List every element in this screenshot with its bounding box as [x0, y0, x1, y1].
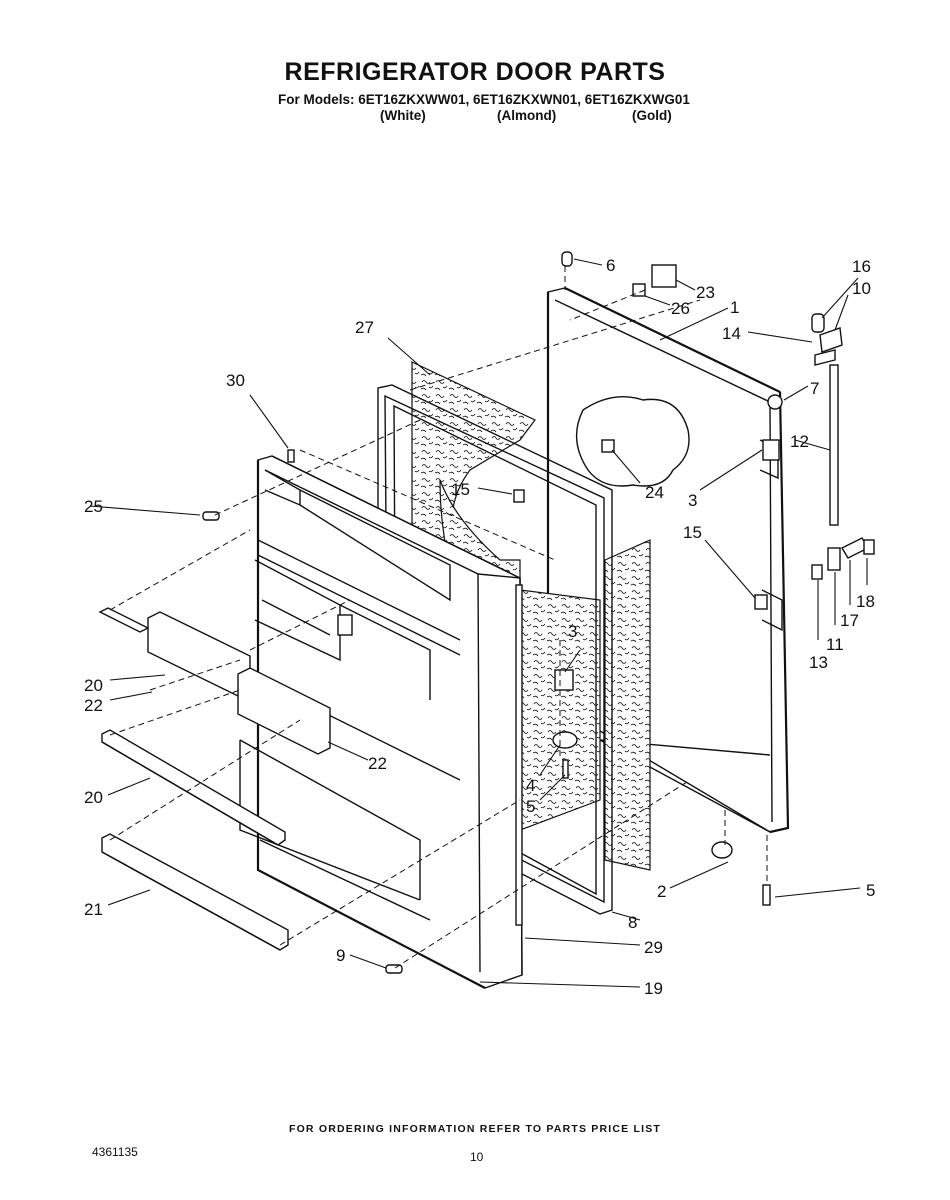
- callout-25: 25: [84, 497, 103, 516]
- callout-20-lower: 20: [84, 788, 103, 807]
- page-title: REFRIGERATOR DOOR PARTS: [284, 58, 666, 86]
- callout-26: 26: [671, 299, 690, 318]
- callout-23: 23: [696, 283, 715, 302]
- models-line: For Models: 6ET16ZKXWW01, 6ET16ZKXWN01, …: [278, 92, 690, 107]
- callout-22-right: 22: [368, 754, 387, 773]
- callout-15-hinge: 15: [683, 523, 702, 542]
- callout-16: 16: [852, 257, 871, 276]
- callout-15-liner: 15: [451, 480, 470, 499]
- callout-10: 10: [852, 279, 871, 298]
- callout-19: 19: [644, 979, 663, 998]
- callout-4: 4: [526, 776, 535, 795]
- callout-numbers: 1 2 3 3 4 5 5 6 7 8 9 10 11 12 13 14 15 …: [84, 256, 875, 998]
- callout-7: 7: [810, 379, 819, 398]
- callout-3-hinge: 3: [688, 491, 697, 510]
- callout-6: 6: [606, 256, 615, 275]
- callout-13: 13: [809, 653, 828, 672]
- variant-white: (White): [380, 108, 426, 123]
- callout-18: 18: [856, 592, 875, 611]
- callout-21: 21: [84, 900, 103, 919]
- hardware: [202, 251, 875, 974]
- variant-gold: (Gold): [632, 108, 672, 123]
- callout-11: 11: [826, 635, 844, 654]
- callout-2: 2: [657, 882, 666, 901]
- callout-8: 8: [628, 913, 637, 932]
- leader-lines: [89, 258, 868, 988]
- callout-9: 9: [336, 946, 345, 965]
- door-liner: [239, 455, 523, 989]
- document-number: 4361135: [92, 1145, 138, 1159]
- callout-3-lower: 3: [568, 622, 577, 641]
- callout-27: 27: [355, 318, 374, 337]
- shelf-bars: [98, 607, 331, 951]
- page-number: 10: [470, 1150, 484, 1164]
- callout-5-bottom: 5: [866, 881, 875, 900]
- callout-22-left: 22: [84, 696, 103, 715]
- callout-5-lower: 5: [526, 797, 535, 816]
- callout-30: 30: [226, 371, 245, 390]
- callout-14: 14: [722, 324, 741, 343]
- ordering-note: FOR ORDERING INFORMATION REFER TO PARTS …: [288, 1123, 662, 1135]
- variant-almond: (Almond): [497, 108, 557, 123]
- callout-24: 24: [645, 483, 664, 502]
- callout-29: 29: [644, 938, 663, 957]
- assembly-lines: [109, 266, 768, 969]
- callout-17: 17: [840, 611, 859, 630]
- callout-20-upper: 20: [84, 676, 103, 695]
- callout-12: 12: [790, 432, 809, 451]
- callout-1: 1: [730, 298, 739, 317]
